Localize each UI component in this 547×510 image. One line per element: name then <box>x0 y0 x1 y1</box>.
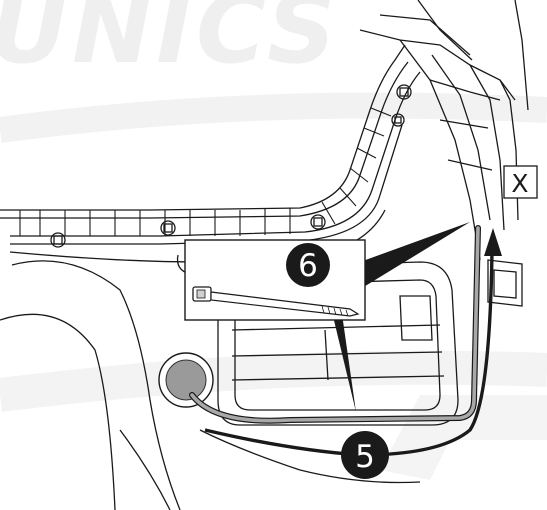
watermark-letter-lower <box>380 395 547 480</box>
watermark-text: UNICS <box>0 0 340 85</box>
grommet-inner <box>165 359 207 401</box>
fastener-4-head <box>399 87 409 97</box>
zoom-callout-pointers <box>332 222 470 412</box>
arrow-head <box>484 228 502 256</box>
step-5-label: 5 <box>355 439 375 475</box>
cable-tie-strap <box>210 291 360 317</box>
cable-tie-teeth <box>321 305 349 317</box>
view-marker-label: X <box>511 169 528 198</box>
fastener-5-head <box>394 116 402 124</box>
bracket-fasteners <box>50 84 412 248</box>
fastener-2 <box>160 220 176 236</box>
step-6-badge: 6 <box>286 243 330 287</box>
fastener-1 <box>50 232 66 248</box>
fastener-5 <box>391 113 405 127</box>
watermark-swoosh <box>0 92 547 143</box>
step-6-label: 6 <box>298 248 318 284</box>
side-clip <box>487 259 523 307</box>
cable-tie-head-slot <box>196 289 206 299</box>
fastener-4 <box>396 84 412 100</box>
fastener-3-head <box>313 217 323 227</box>
cable-tie-icon <box>192 286 360 317</box>
fastener-3 <box>310 214 326 230</box>
pillar-structure <box>359 0 529 261</box>
side-panel <box>0 260 421 510</box>
watermark-swoosh-lower <box>0 350 547 412</box>
routing-arrow <box>204 228 502 457</box>
step-5-circle <box>341 431 389 479</box>
fastener-1-head <box>53 235 63 245</box>
fastener-2-head <box>163 223 173 233</box>
step-6-circle <box>286 243 330 287</box>
zoom-callout-box <box>184 239 366 321</box>
cable-route <box>189 225 481 424</box>
grommet <box>158 352 214 408</box>
step-5-badge: 5 <box>341 431 389 479</box>
view-marker: X <box>503 165 538 199</box>
view-marker-frame <box>503 165 538 199</box>
